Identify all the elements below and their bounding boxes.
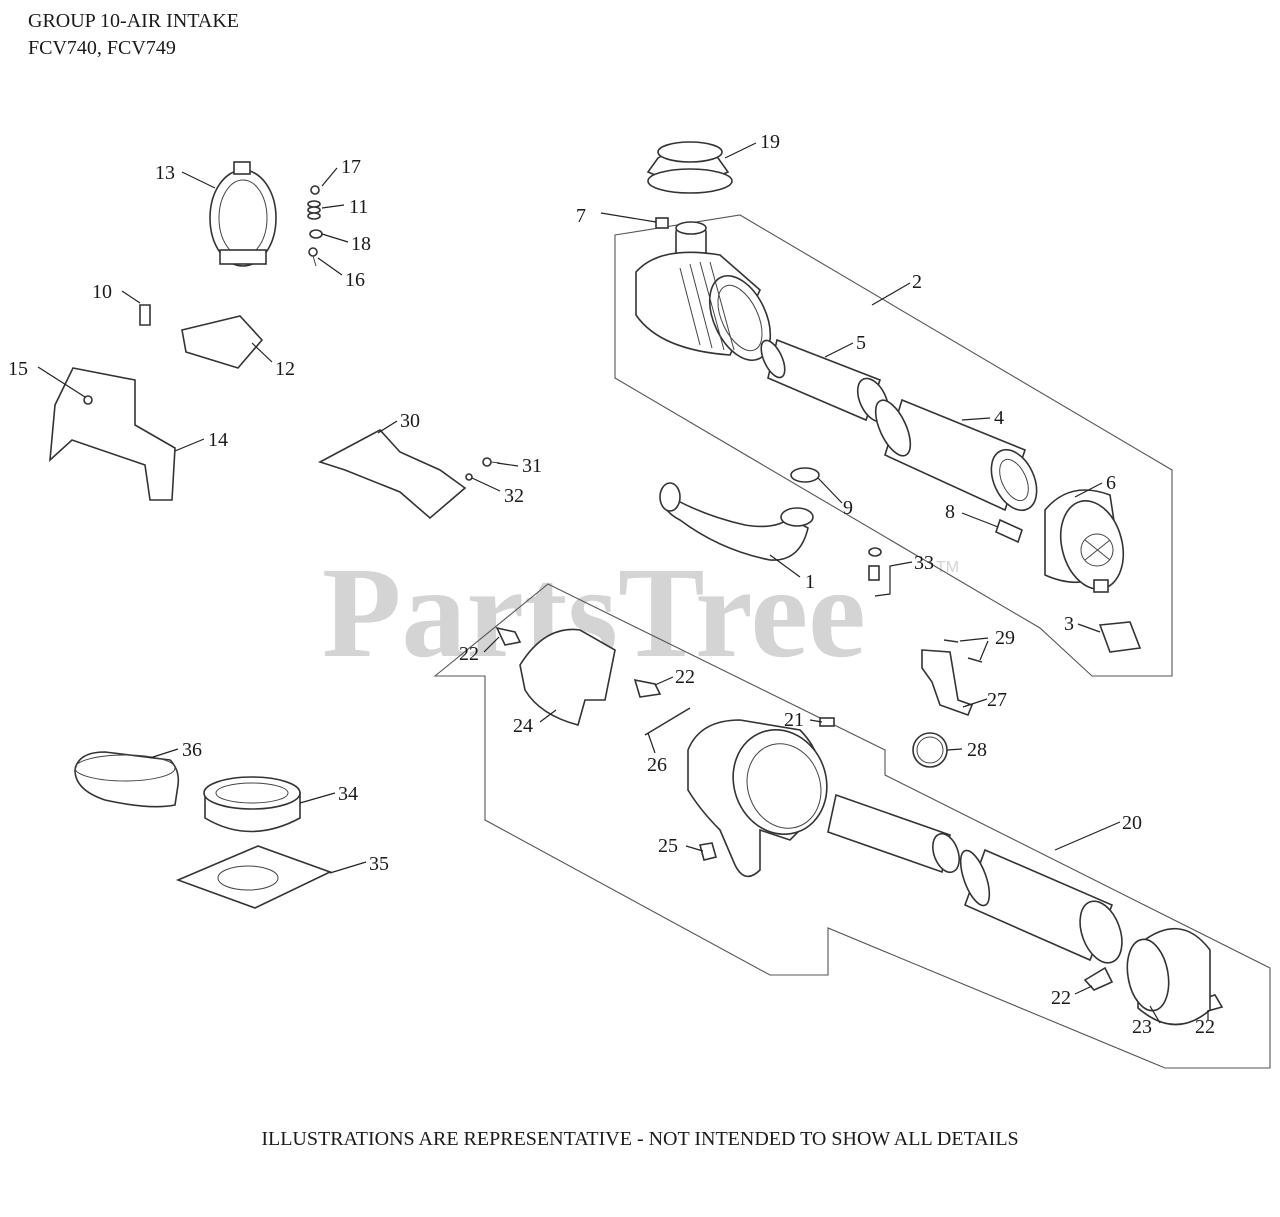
callout-labels: 1 2 3 4 5 6 7 8 9 10 11 12 13 14 15 16 1…	[8, 131, 1215, 1038]
part-24-shroud[interactable]	[519, 628, 616, 726]
callout-2[interactable]: 2	[912, 271, 922, 293]
part-27-bracket[interactable]	[921, 649, 974, 717]
callout-1[interactable]: 1	[805, 571, 815, 593]
callout-26[interactable]: 26	[647, 754, 667, 776]
callout-22-d[interactable]: 22	[1195, 1016, 1215, 1038]
callout-17[interactable]: 17	[341, 156, 361, 178]
callout-13[interactable]: 13	[155, 162, 175, 184]
callout-6[interactable]: 6	[1106, 472, 1116, 494]
callout-29[interactable]: 29	[995, 627, 1015, 649]
part-19-cap[interactable]	[646, 141, 733, 194]
group-outline-air-cleaner-alt	[433, 583, 1271, 1069]
callout-9[interactable]: 9	[843, 497, 853, 519]
part-29-screw-1[interactable]	[943, 639, 959, 643]
part-35-base-plate[interactable]	[175, 845, 333, 909]
part-11-spring[interactable]	[307, 200, 321, 220]
callout-12[interactable]: 12	[275, 358, 295, 380]
part-5-safety-filter[interactable]	[756, 337, 894, 426]
part-6-filter-cover[interactable]	[1044, 489, 1133, 596]
part-4-primary-filter[interactable]	[869, 395, 1046, 517]
part-13-mounting-band[interactable]	[209, 161, 277, 267]
callout-20[interactable]: 20	[1122, 812, 1142, 834]
part-32-washer[interactable]	[465, 473, 473, 481]
part-16-bolt[interactable]	[308, 247, 318, 267]
callout-11[interactable]: 11	[349, 196, 368, 218]
part-22-clip-3[interactable]	[1083, 966, 1114, 991]
part-17-nut[interactable]	[310, 185, 320, 195]
callout-5[interactable]: 5	[856, 332, 866, 354]
callout-7[interactable]: 7	[576, 205, 586, 227]
part-18-washer[interactable]	[309, 229, 323, 239]
callout-31[interactable]: 31	[522, 455, 542, 477]
callout-28[interactable]: 28	[967, 739, 987, 761]
part-31-screw[interactable]	[482, 457, 501, 467]
callout-24[interactable]: 24	[513, 715, 533, 737]
part-8-clip[interactable]	[995, 518, 1023, 544]
callout-16[interactable]: 16	[345, 269, 365, 291]
part-34-round-filter[interactable]	[203, 776, 301, 833]
part-23-cover[interactable]	[1122, 927, 1211, 1026]
callout-8[interactable]: 8	[945, 501, 955, 523]
part-36-duct[interactable]	[74, 751, 180, 808]
part-29-screw-2[interactable]	[967, 657, 983, 663]
callout-30[interactable]: 30	[400, 410, 420, 432]
part-3-vacuator-valve[interactable]	[1098, 621, 1142, 653]
part-28-seal-ring[interactable]	[912, 732, 948, 768]
callout-18[interactable]: 18	[351, 233, 371, 255]
part-20-air-cleaner-assembly[interactable]	[687, 716, 1130, 968]
callout-22-b[interactable]: 22	[675, 666, 695, 688]
callout-10[interactable]: 10	[92, 281, 112, 303]
part-14-support-bracket[interactable]	[49, 367, 176, 501]
part-7-fitting[interactable]	[655, 217, 669, 229]
callout-27[interactable]: 27	[987, 689, 1007, 711]
callout-36[interactable]: 36	[182, 739, 202, 761]
callout-32[interactable]: 32	[504, 485, 524, 507]
group-outline-air-cleaner	[614, 214, 1173, 677]
callout-23[interactable]: 23	[1132, 1016, 1152, 1038]
part-33-fittings[interactable]	[868, 547, 882, 581]
callout-22-c[interactable]: 22	[1051, 987, 1071, 1009]
model-numbers: FCV740, FCV749	[28, 37, 176, 59]
part-22-clip-1[interactable]	[495, 626, 522, 646]
callout-33[interactable]: 33	[914, 552, 934, 574]
callout-34[interactable]: 34	[338, 783, 358, 805]
part-22-clip-2[interactable]	[633, 678, 662, 698]
leader-lines	[37, 142, 1209, 1024]
part-10-clip[interactable]	[139, 304, 151, 326]
callout-3[interactable]: 3	[1064, 613, 1074, 635]
disclaimer-note: ILLUSTRATIONS ARE REPRESENTATIVE - NOT I…	[261, 1128, 1019, 1150]
callout-35[interactable]: 35	[369, 853, 389, 875]
callout-22-a[interactable]: 22	[459, 643, 479, 665]
callout-19[interactable]: 19	[760, 131, 780, 153]
part-2-air-cleaner-housing[interactable]	[635, 221, 783, 370]
callout-15[interactable]: 15	[8, 358, 28, 380]
group-title: GROUP 10-AIR INTAKE	[28, 10, 239, 32]
part-30-bracket-plate[interactable]	[317, 429, 467, 520]
part-9-hose-clamp[interactable]	[790, 467, 820, 483]
part-1-elbow-hose[interactable]	[659, 482, 814, 561]
part-26-gasket-strip[interactable]	[644, 707, 691, 736]
watermark-trademark: TM	[936, 559, 959, 576]
part-25-drain[interactable]	[699, 842, 717, 861]
diagram-header: GROUP 10-AIR INTAKE FCV740, FCV749	[28, 8, 239, 62]
callout-21[interactable]: 21	[784, 709, 804, 731]
callout-14[interactable]: 14	[208, 429, 228, 451]
part-12-bracket[interactable]	[181, 315, 264, 369]
part-21-pin[interactable]	[819, 717, 835, 727]
callout-4[interactable]: 4	[994, 407, 1004, 429]
callout-25[interactable]: 25	[658, 835, 678, 857]
